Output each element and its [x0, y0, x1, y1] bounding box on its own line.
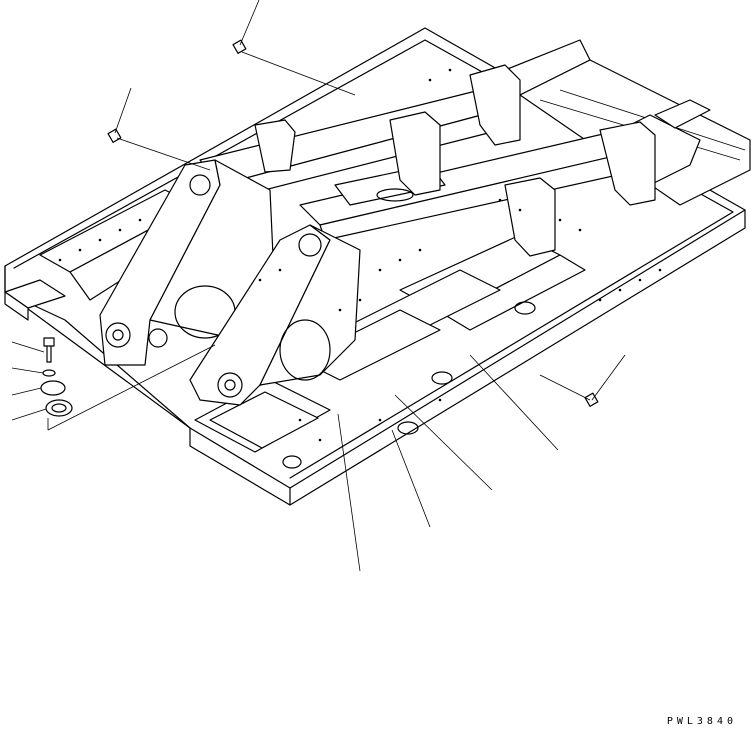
bolt-dots: [58, 68, 662, 442]
boom-bracket-right: [189, 224, 361, 406]
leader-lines: [11, 0, 626, 572]
drawing-code: PWL3840: [666, 716, 737, 727]
bolt-part: [43, 337, 55, 363]
exploded-parts: [40, 337, 73, 417]
cover-part: [40, 380, 66, 396]
washer-part: [42, 369, 56, 377]
inner-floor-plates: [39, 189, 586, 469]
left-front-block: [4, 279, 66, 321]
beam-brackets: [254, 64, 656, 257]
gasket-part: [45, 399, 73, 417]
boom-bracket-left: [99, 159, 276, 366]
